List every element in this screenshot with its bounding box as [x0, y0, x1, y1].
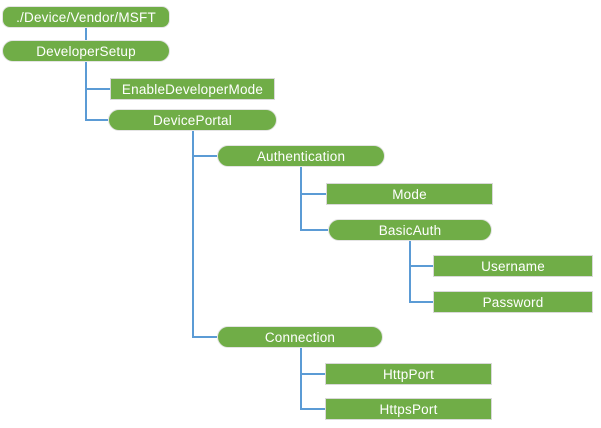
node-mode: Mode — [326, 183, 493, 205]
connector-line — [192, 336, 217, 338]
node-connection: Connection — [217, 326, 383, 348]
connector-line — [85, 119, 108, 121]
connector-line — [85, 28, 87, 40]
node-https-port: HttpsPort — [325, 398, 492, 420]
node-username: Username — [433, 255, 593, 277]
connector-line — [409, 265, 433, 267]
connector-line — [300, 348, 302, 410]
connector-line — [192, 131, 194, 338]
node-developer-setup: DeveloperSetup — [2, 40, 170, 62]
node-password: Password — [433, 291, 593, 313]
node-device-portal: DevicePortal — [108, 109, 277, 131]
connector-line — [300, 373, 325, 375]
connector-line — [192, 155, 217, 157]
connector-line — [300, 408, 325, 410]
connector-line — [85, 62, 87, 121]
node-device-vendor-msft: ./Device/Vendor/MSFT — [2, 6, 170, 28]
connector-line — [300, 167, 302, 231]
node-basic-auth: BasicAuth — [328, 219, 492, 241]
connector-line — [85, 88, 110, 90]
connector-line — [409, 241, 411, 303]
connector-line — [409, 301, 433, 303]
node-enable-developer-mode: EnableDeveloperMode — [110, 78, 275, 100]
connector-line — [300, 229, 328, 231]
node-http-port: HttpPort — [325, 363, 492, 385]
node-authentication: Authentication — [217, 145, 385, 167]
connector-line — [300, 193, 326, 195]
